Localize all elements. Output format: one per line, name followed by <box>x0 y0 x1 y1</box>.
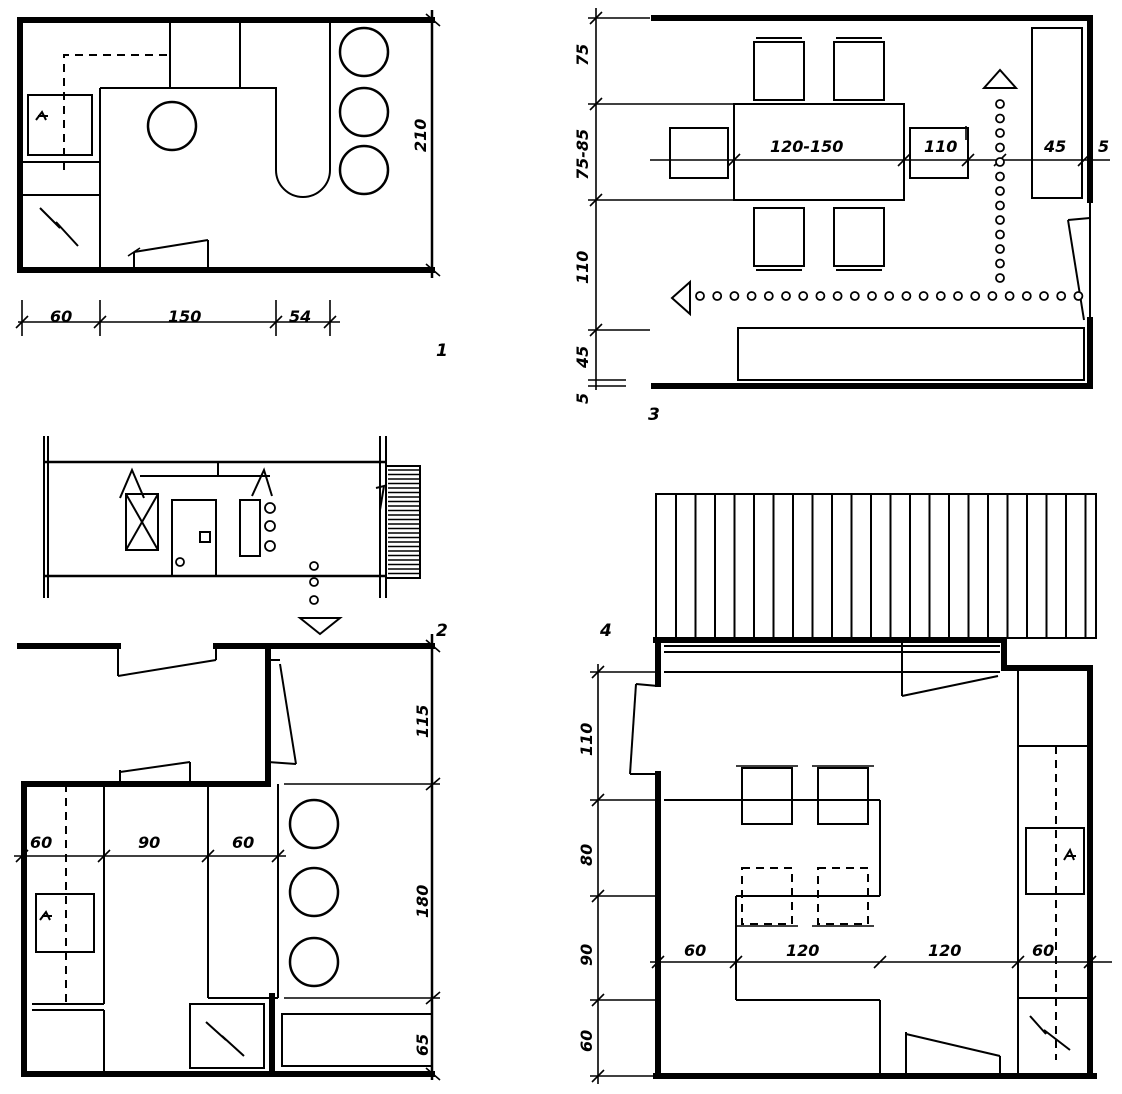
path-dot <box>695 291 705 301</box>
dim-label: 120 <box>928 941 961 960</box>
dim-label: 60 <box>577 1030 596 1052</box>
path-dot <box>953 291 963 301</box>
path-dot <box>798 291 809 301</box>
dim-label: 60 <box>30 833 52 852</box>
path-dot <box>995 186 1005 196</box>
stool <box>288 936 340 988</box>
dim-label: 75 <box>573 44 592 66</box>
dim-label: 90 <box>138 833 160 852</box>
path-dot <box>995 99 1005 109</box>
dim-label: 150 <box>168 307 201 326</box>
path-dot <box>712 291 723 301</box>
path-dot <box>867 291 877 301</box>
path-dot <box>935 291 946 301</box>
path-dot <box>746 291 757 301</box>
path-dot <box>729 291 740 301</box>
path-dot <box>1039 291 1049 301</box>
path-dot <box>763 291 774 301</box>
path-dot <box>995 200 1005 211</box>
path-dot <box>995 157 1005 167</box>
path-dot <box>832 291 843 301</box>
walkway-path-dots <box>695 99 1084 301</box>
dim-label: 45 <box>1043 137 1066 156</box>
dim-label: 45 <box>573 346 592 369</box>
path-dot <box>995 229 1005 240</box>
path-dot <box>995 128 1005 138</box>
path-dot <box>995 258 1005 269</box>
path-dot <box>995 142 1005 153</box>
dim-label: 5 <box>573 393 592 404</box>
path-dot <box>995 244 1005 254</box>
plan-4 <box>590 493 1112 1084</box>
path-dot <box>884 291 895 301</box>
dim-label: 115 <box>413 705 432 738</box>
path-dot <box>995 273 1005 283</box>
plan-3 <box>588 8 1110 390</box>
plan-number: 4 <box>599 621 612 641</box>
path-dot <box>1021 291 1032 301</box>
path-dot <box>918 291 929 301</box>
dim-label: 90 <box>577 944 596 966</box>
path-dot <box>995 113 1005 124</box>
path-dot <box>1056 291 1067 301</box>
dim-label: 5 <box>1098 137 1109 156</box>
dim-label: 210 <box>411 119 430 152</box>
dim-label: 60 <box>684 941 706 960</box>
dim-label: 110 <box>577 723 596 756</box>
dim-label: 54 <box>289 307 311 326</box>
plan-2 <box>14 436 441 1081</box>
plan-number: 1 <box>436 341 448 361</box>
dim-label: 110 <box>924 137 957 156</box>
dim-label: 180 <box>413 885 432 918</box>
stool <box>146 100 198 152</box>
dim-label: 110 <box>573 251 592 284</box>
dim-label: 120 <box>786 941 819 960</box>
stool <box>338 26 390 78</box>
stool <box>288 798 340 850</box>
path-dot <box>995 171 1005 182</box>
path-dot <box>849 291 860 301</box>
path-dot <box>970 291 981 301</box>
plan-number: 2 <box>436 621 448 641</box>
dim-label: 60 <box>1032 941 1054 960</box>
dim-label: 60 <box>232 833 254 852</box>
path-dot <box>901 291 912 301</box>
dim-label: 80 <box>577 844 596 866</box>
path-dot <box>781 291 791 301</box>
path-dot <box>995 215 1005 225</box>
path-dot <box>987 291 998 301</box>
stool <box>338 86 390 138</box>
path-dot <box>1004 291 1015 301</box>
dim-label: 75-85 <box>573 129 592 180</box>
dim-label: 65 <box>413 1034 432 1056</box>
plan-1 <box>15 10 441 336</box>
path-dot <box>815 291 826 301</box>
dim-label: 60 <box>50 307 72 326</box>
path-dot <box>1073 291 1084 301</box>
stool <box>338 144 390 196</box>
dim-label: 120-150 <box>770 137 843 156</box>
stool <box>288 866 340 918</box>
plan-number: 3 <box>648 405 660 425</box>
